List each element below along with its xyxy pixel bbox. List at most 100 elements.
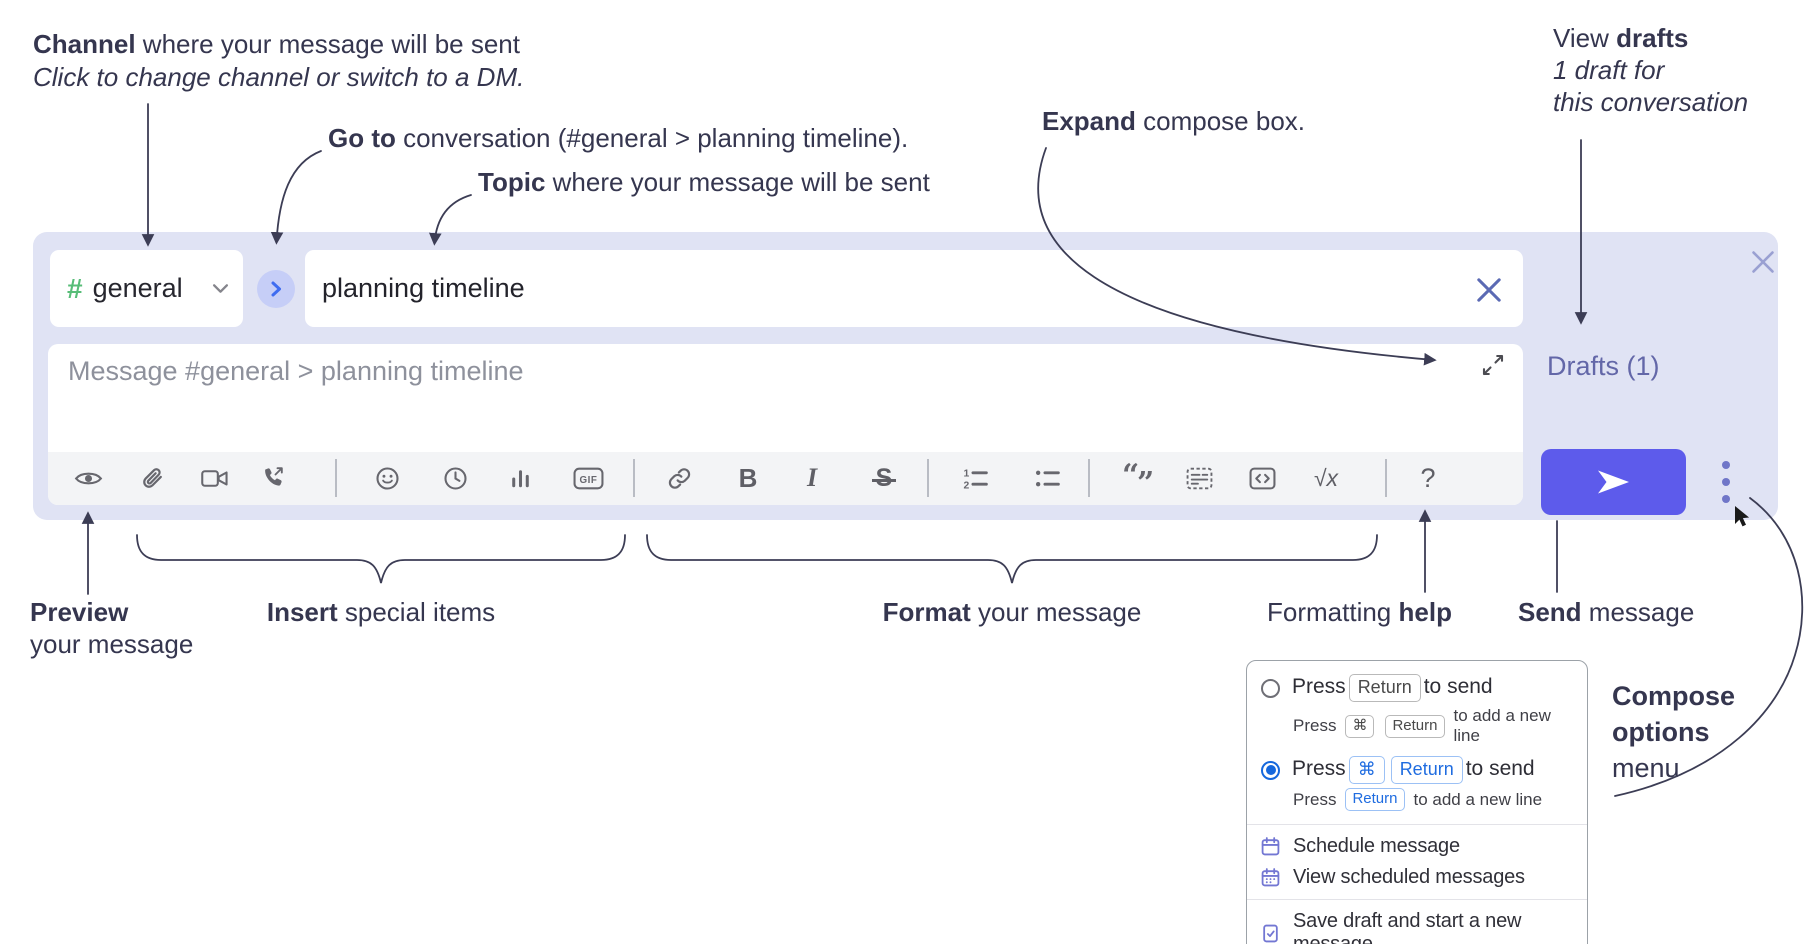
toolbar-divider <box>1088 459 1090 497</box>
formatting-help-annotation: Formatting help <box>1267 596 1452 628</box>
channel-name: general <box>92 273 183 303</box>
formatting-help-pre: Formatting <box>1267 597 1399 627</box>
toolbar-divider <box>1385 459 1387 497</box>
compose-options-menu-button[interactable] <box>1711 454 1741 510</box>
italic-icon[interactable]: I <box>806 463 818 492</box>
drafts-link[interactable]: Drafts (1) <box>1547 351 1660 381</box>
menu-divider <box>1247 899 1587 900</box>
view-scheduled-messages-item[interactable]: View scheduled messages <box>1247 862 1587 893</box>
view-drafts-line3: this conversation <box>1553 87 1749 117</box>
expand-annotation-bold: Expand <box>1042 106 1136 136</box>
message-box: GIF B I S 12 “” <box>48 344 1523 505</box>
toolbar-divider <box>335 459 337 497</box>
radio-selected[interactable] <box>1261 760 1280 780</box>
compose-box: # general Drafts (1) <box>33 232 1778 520</box>
svg-text:”: ” <box>1137 466 1154 501</box>
compose-options-line1: Compose <box>1612 681 1736 711</box>
insert-annotation: Insert special items <box>267 596 495 628</box>
press-label: Press <box>1292 757 1346 780</box>
newline-label: to add a new line <box>1413 789 1543 809</box>
poll-icon[interactable] <box>497 455 543 501</box>
expand-annotation: Expand compose box. <box>1042 105 1305 137</box>
topic-annotation-rest: where your message will be sent <box>545 167 930 197</box>
spoiler-icon[interactable] <box>1176 455 1222 501</box>
format-annotation-bold: Format <box>882 597 971 627</box>
compose-options-line2: options <box>1612 717 1710 747</box>
schedule-message-label: Schedule message <box>1293 835 1460 857</box>
cmd-keycap: ⌘ <box>1348 756 1385 784</box>
add-global-time-icon[interactable] <box>432 455 478 501</box>
preview-annotation-bold: Preview <box>30 597 129 627</box>
strikethrough-icon[interactable]: S <box>861 455 907 501</box>
preview-eye-icon[interactable] <box>65 455 111 501</box>
radio-unselected[interactable] <box>1261 678 1280 698</box>
svg-text:1: 1 <box>963 468 969 479</box>
return-keycap: Return <box>1385 714 1445 738</box>
draft-check-icon <box>1263 924 1278 942</box>
code-icon[interactable] <box>1239 455 1285 501</box>
chevron-down-icon <box>212 284 229 293</box>
format-annotation: Format your message <box>883 596 1142 628</box>
schedule-message-item[interactable]: Schedule message <box>1247 831 1587 862</box>
press-label: Press <box>1293 789 1337 809</box>
topic-annotation-bold: Topic <box>478 167 546 197</box>
channel-annotation: Channel where your message will be sent <box>33 28 520 60</box>
view-drafts-annotation: View drafts <box>1553 22 1688 54</box>
channel-annotation-subtitle: Click to change channel or switch to a D… <box>33 62 525 92</box>
return-keycap: Return <box>1345 788 1405 811</box>
newline-label: to add a new line <box>1453 706 1551 745</box>
link-icon[interactable] <box>656 455 702 501</box>
return-keycap: Return <box>1348 674 1421 702</box>
svg-text:2: 2 <box>963 480 969 491</box>
gif-icon[interactable]: GIF <box>565 455 611 501</box>
send-annotation-rest: message <box>1581 597 1695 627</box>
expand-compose-icon[interactable] <box>1480 352 1508 380</box>
press-label: Press <box>1293 716 1337 735</box>
return-keycap: Return <box>1390 756 1463 784</box>
close-compose-icon[interactable] <box>1750 249 1776 275</box>
formatting-help-bold: help <box>1398 597 1452 627</box>
send-button[interactable] <box>1541 449 1686 515</box>
calendar-icon <box>1261 837 1280 856</box>
emoji-icon[interactable] <box>364 455 410 501</box>
quote-icon[interactable]: “” <box>1115 455 1161 501</box>
audio-call-icon[interactable] <box>250 455 296 501</box>
math-icon[interactable]: √x <box>1313 464 1339 491</box>
insert-annotation-bold: Insert <box>266 597 338 627</box>
toolbar-divider <box>633 459 635 497</box>
topic-clear-icon[interactable] <box>1475 276 1503 304</box>
cmd-enter-sends-subtext: Press Return to add a new line <box>1247 787 1587 818</box>
bold-icon[interactable]: B <box>738 462 758 493</box>
help-icon[interactable]: ? <box>1420 462 1436 493</box>
to-send-label: to send <box>1465 757 1535 780</box>
video-call-icon[interactable] <box>191 455 237 501</box>
goto-annotation: Go to conversation (#general > planning … <box>328 122 908 154</box>
attach-file-icon[interactable] <box>129 455 175 501</box>
press-label: Press <box>1292 675 1346 698</box>
menu-divider <box>1247 824 1587 825</box>
view-drafts-bold: drafts <box>1616 23 1689 53</box>
save-draft-item[interactable]: Save draft and start a new message <box>1247 906 1587 944</box>
topic-input[interactable] <box>305 250 1523 327</box>
compose-options-line3: menu <box>1612 753 1680 783</box>
message-input[interactable] <box>48 344 1523 450</box>
strikethrough-glyph: S <box>871 463 896 492</box>
bulleted-list-icon[interactable] <box>1024 455 1070 501</box>
send-arrow-icon <box>1598 470 1629 494</box>
go-to-conversation-button[interactable] <box>257 270 295 308</box>
insert-annotation-rest: special items <box>337 597 496 627</box>
compose-options-annotation: Compose options menu <box>1612 678 1735 786</box>
channel-selector[interactable]: # general <box>50 250 243 327</box>
goto-annotation-bold: Go to <box>328 123 396 153</box>
calendar-grid-icon <box>1261 868 1280 887</box>
svg-text:GIF: GIF <box>579 475 597 486</box>
